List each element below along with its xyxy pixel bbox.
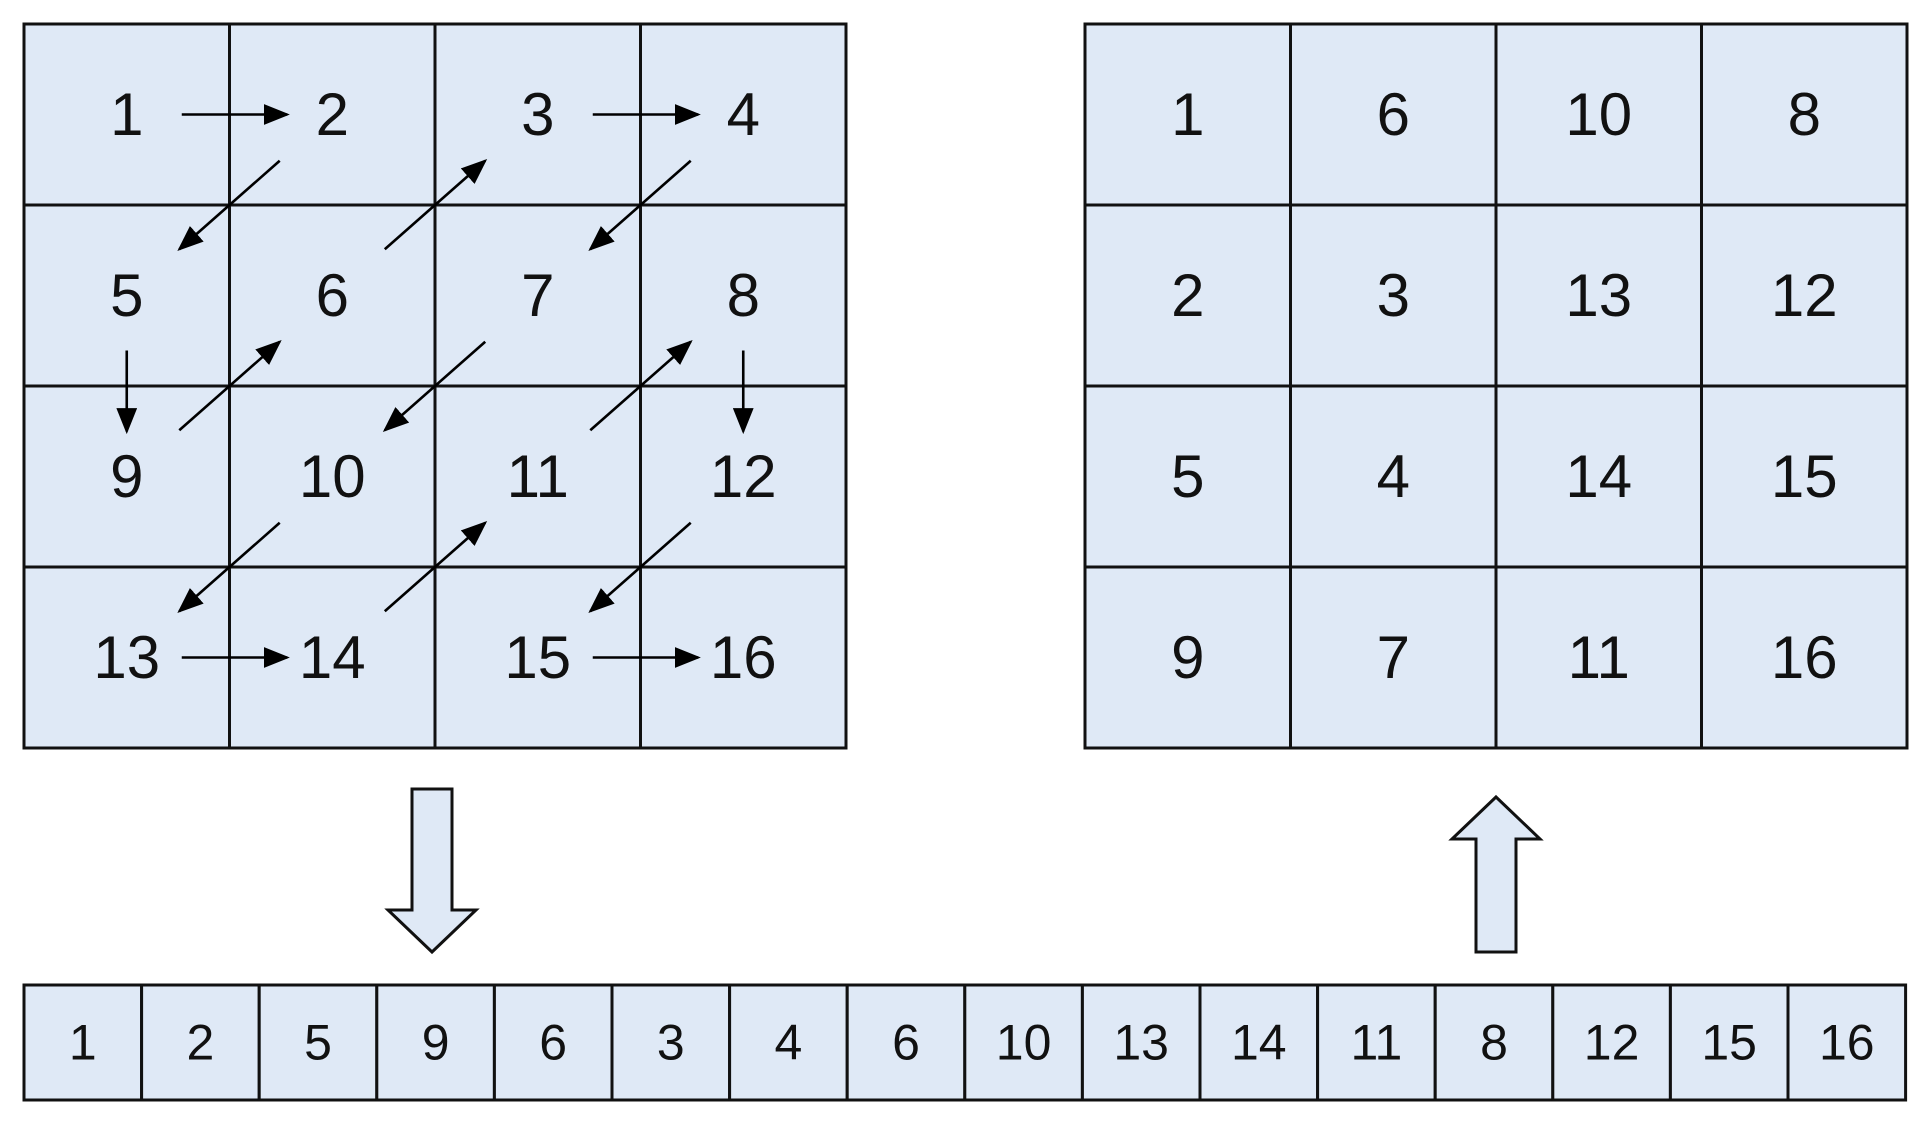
- zigzag-arrow: [383, 159, 488, 251]
- result-grid-value: 10: [1565, 81, 1632, 148]
- result-grid-cell: [1494, 565, 1703, 750]
- source-grid-value: 14: [299, 624, 366, 691]
- zigzag-arrow: [178, 340, 282, 432]
- source-grid-value: 4: [727, 81, 760, 148]
- sequence-value: 10: [996, 1015, 1052, 1071]
- sequence-cell: [492, 983, 614, 1102]
- sequence-value: 5: [304, 1015, 332, 1071]
- sequence-cell: [1551, 983, 1672, 1102]
- sequence-cell: [1080, 983, 1202, 1102]
- result-grid-value: 2: [1171, 262, 1204, 329]
- zigzag-scan-arrows: [116, 104, 754, 668]
- zigzag-arrow: [177, 159, 281, 251]
- source-grid-value: 1: [110, 81, 143, 148]
- result-grid-cell: [1083, 384, 1292, 569]
- sequence-value: 1: [69, 1015, 97, 1071]
- sequence-value: 13: [1113, 1015, 1169, 1071]
- zigzag-arrow: [589, 340, 693, 432]
- sequence-value: 6: [539, 1015, 567, 1071]
- zigzag-arrow: [383, 521, 488, 613]
- source-grid-value: 12: [710, 443, 777, 510]
- sequence-cell: [257, 983, 379, 1102]
- sequence-value: 4: [774, 1015, 802, 1071]
- sequence-cell: [728, 983, 849, 1102]
- zigzag-arrow: [588, 159, 692, 251]
- sequence-cell: [140, 983, 261, 1102]
- result-grid-value: 9: [1171, 624, 1204, 691]
- sequence-value: 3: [657, 1015, 685, 1071]
- result-grid-value: 7: [1377, 624, 1410, 691]
- source-grid-value: 6: [316, 262, 349, 329]
- result-grid-cell: [1083, 22, 1292, 207]
- source-grid-value: 10: [299, 443, 366, 510]
- sequence-cell: [963, 983, 1084, 1102]
- sequence-value: 12: [1584, 1015, 1640, 1071]
- result-grid-cell: [1083, 203, 1292, 388]
- zigzag-arrow: [382, 340, 487, 432]
- result-grid-cell: [1289, 565, 1498, 750]
- result-grid-value: 13: [1565, 262, 1632, 329]
- sequence-value: 9: [422, 1015, 450, 1071]
- sequence-cell: [845, 983, 967, 1102]
- block-arrows: [384, 787, 1544, 955]
- result-grid-value: 5: [1171, 443, 1204, 510]
- result-grid-cell: [1494, 384, 1703, 569]
- result-grid-value: 12: [1771, 262, 1838, 329]
- sequence-value: 6: [892, 1015, 920, 1071]
- result-grid-cell: [1700, 203, 1909, 388]
- source-grid-value: 8: [727, 262, 760, 329]
- result-grid-value: 8: [1788, 81, 1821, 148]
- result-grid-value: 4: [1377, 443, 1410, 510]
- up-arrow: [1448, 794, 1544, 954]
- source-grid-value: 3: [521, 81, 554, 148]
- source-grid-value: 15: [504, 624, 571, 691]
- result-grid-cell: [1494, 203, 1703, 388]
- sequence-value: 15: [1701, 1015, 1757, 1071]
- source-grid-value: 2: [316, 81, 349, 148]
- sequence-value: 11: [1350, 1015, 1402, 1071]
- source-grid-value: 16: [710, 624, 777, 691]
- result-grid-cell: [1700, 565, 1909, 750]
- source-grid-value: 9: [110, 443, 143, 510]
- result-grid-value: 3: [1377, 262, 1410, 329]
- source-grid-value: 7: [521, 262, 554, 329]
- result-grid-value: 15: [1771, 443, 1838, 510]
- result-grid-value: 6: [1377, 81, 1410, 148]
- result-grid-cell: [1700, 22, 1909, 207]
- sequence-value: 14: [1231, 1015, 1287, 1071]
- sequence-cell: [375, 983, 496, 1102]
- result-grid-value: 14: [1565, 443, 1632, 510]
- down-arrow: [384, 787, 480, 955]
- source-grid-value: 13: [93, 624, 160, 691]
- sequence-cell: [1316, 983, 1437, 1102]
- sequence-cell: [610, 983, 732, 1102]
- sequence-cell: [1198, 983, 1320, 1102]
- sequence-value: 8: [1480, 1015, 1508, 1071]
- result-grid-value: 1: [1171, 81, 1204, 148]
- zigzag-arrow: [588, 521, 692, 613]
- sequence-value: 2: [186, 1015, 214, 1071]
- source-grid-value: 11: [507, 443, 569, 510]
- sequence-value: 16: [1819, 1015, 1875, 1071]
- source-grid-value: 5: [110, 262, 143, 329]
- result-grid-cell: [1083, 565, 1292, 750]
- sequence-cell: [1786, 983, 1908, 1102]
- result-grid-value: 11: [1568, 624, 1630, 691]
- sequence-cell: [1433, 983, 1555, 1102]
- result-grid-value: 16: [1771, 624, 1838, 691]
- zigzag-arrow: [177, 521, 281, 613]
